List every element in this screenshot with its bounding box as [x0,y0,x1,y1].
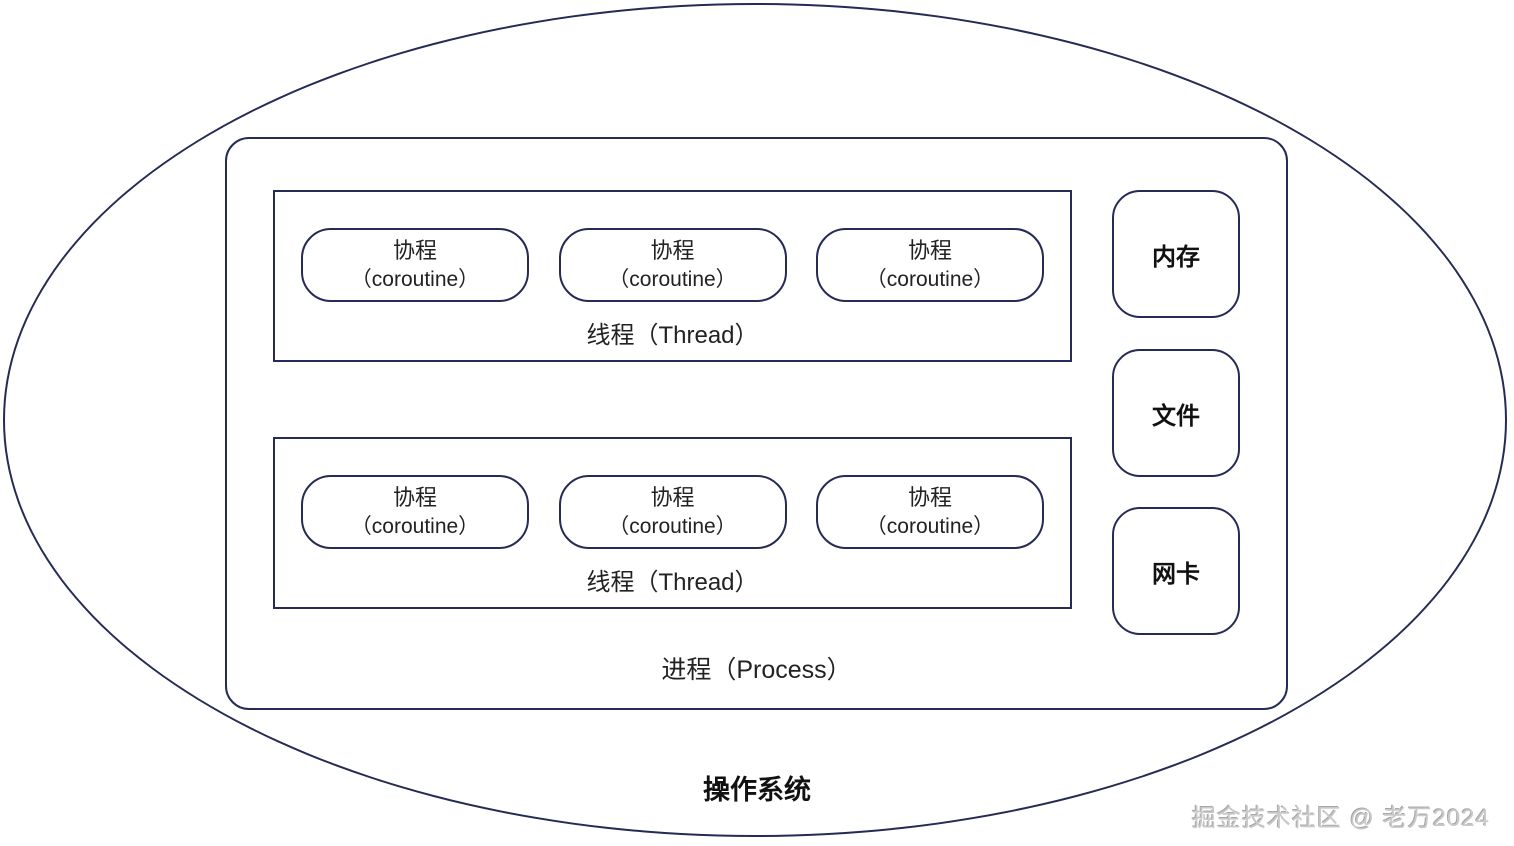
coroutine-box: 协程 （coroutine） [558,228,787,302]
thread-box-1: 协程 （coroutine） 协程 （coroutine） 协程 （corout… [273,190,1072,362]
os-label: 操作系统 [703,775,811,805]
coroutine-subname: （coroutine） [350,514,480,538]
process-box: 协程 （coroutine） 协程 （coroutine） 协程 （corout… [225,137,1288,710]
coroutine-name: 协程 [392,237,437,263]
coroutine-box: 协程 （coroutine） [558,475,787,549]
resource-box-file: 文件 [1112,349,1240,477]
resource-box-memory: 内存 [1112,190,1240,318]
coroutine-subname: （coroutine） [865,514,995,538]
coroutine-name: 协程 [650,484,695,510]
coroutine-name: 协程 [907,484,952,510]
coroutine-name: 协程 [650,237,695,263]
coroutine-subname: （coroutine） [608,514,737,538]
coroutine-subname: （coroutine） [350,267,480,291]
resource-label: 网卡 [1152,560,1200,588]
thread-label: 线程（Thread） [586,569,759,596]
os-ellipse [3,3,1507,837]
resource-box-netcard: 网卡 [1112,507,1240,635]
coroutine-subname: （coroutine） [608,267,737,291]
coroutine-box: 协程 （coroutine） [816,475,1044,549]
coroutine-box: 协程 （coroutine） [301,228,529,302]
watermark: 掘金技术社区 @ 老万2024 [1191,805,1490,832]
resource-label: 文件 [1152,402,1200,430]
resource-label: 内存 [1152,243,1200,271]
coroutine-box: 协程 （coroutine） [816,228,1044,302]
coroutine-name: 协程 [907,237,952,263]
thread-label: 线程（Thread） [586,322,759,349]
coroutine-name: 协程 [392,484,437,510]
process-label: 进程（Process） [661,656,852,684]
coroutine-row-2: 协程 （coroutine） 协程 （coroutine） 协程 （corout… [301,475,1044,549]
coroutine-subname: （coroutine） [865,267,995,291]
thread-box-2: 协程 （coroutine） 协程 （coroutine） 协程 （corout… [273,437,1072,609]
coroutine-box: 协程 （coroutine） [301,475,529,549]
coroutine-row-1: 协程 （coroutine） 协程 （coroutine） 协程 （corout… [301,228,1044,302]
